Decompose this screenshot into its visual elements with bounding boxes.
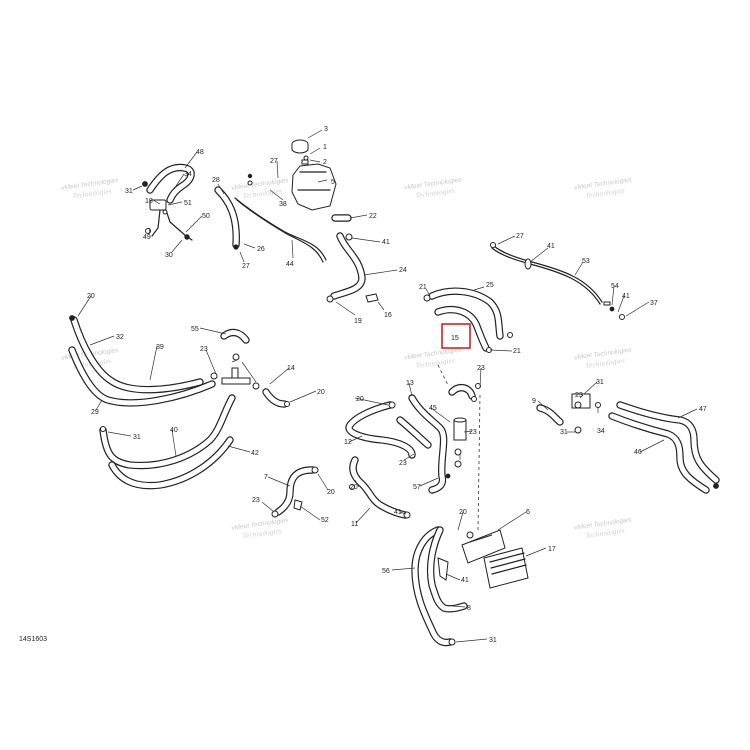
valve-cluster-right [536,393,601,434]
callout-37: 37 [650,300,658,307]
callout-29: 29 [91,409,99,416]
callout-20: 20 [356,396,364,403]
heater-valve-assembly [142,163,195,241]
callout-20: 20 [327,489,335,496]
callout-18: 18 [145,198,153,205]
callout-28: 28 [212,177,220,184]
callout-11: 11 [351,521,358,528]
callout-54: 54 [611,283,619,290]
callout-52: 52 [321,517,329,524]
callout-53: 53 [582,258,590,265]
callout-2: 2 [323,159,327,166]
callout-13: 13 [406,380,414,387]
callout-17: 17 [548,546,556,553]
callout-34: 34 [597,428,605,435]
callout-20: 20 [317,389,325,396]
vent-hose-right [490,242,625,320]
callout-25: 25 [486,282,494,289]
callout-39: 39 [156,344,164,351]
callout-40: 40 [170,427,178,434]
callout-34: 34 [184,171,192,178]
callout-12: 12 [344,439,352,446]
callout-31: 31 [560,429,568,436]
callout-23: 23 [477,365,485,372]
callout-7: 7 [264,474,268,481]
callout-19: 19 [354,318,362,325]
coolant-tank [291,139,352,222]
callout-45: 45 [429,405,437,412]
radiator-hose-upper [326,232,377,303]
callout-23: 23 [399,460,407,467]
callout-8: 8 [467,605,471,612]
callout-31: 31 [596,379,604,386]
callout-31: 31 [125,188,133,195]
callout-41: 41 [394,509,402,516]
callout-16: 16 [384,312,392,319]
callout-41: 41 [547,243,555,250]
callout-31: 31 [489,637,497,644]
callout-23: 23 [575,392,583,399]
callout-24: 24 [399,267,407,274]
hose-15-assembly [423,287,513,353]
callout-57: 57 [413,484,421,491]
callout-21: 21 [419,284,427,291]
callout-38: 38 [279,201,287,208]
callout-27: 27 [270,158,278,165]
callout-30: 30 [165,252,173,259]
tee-fitting-cluster [210,328,290,408]
callout-51: 51 [184,200,192,207]
dashed-guide [437,364,449,386]
dashed-guide [477,394,481,531]
leader-lines [77,129,698,643]
callout-44: 44 [286,261,294,268]
long-hoses-right [608,401,720,494]
callout-41: 41 [622,293,630,300]
callout-15: 15 [451,335,459,342]
long-hoses-left [68,315,216,407]
callout-50: 50 [202,213,210,220]
callout-labels: 3 1 2 5 22 41 24 19 16 27 38 26 27 28 44… [87,126,707,644]
callout-42: 42 [251,450,259,457]
callout-55: 55 [191,326,199,333]
callout-20: 20 [459,509,467,516]
callout-20: 20 [350,484,358,491]
callout-22: 22 [369,213,377,220]
callout-49: 49 [143,234,151,241]
callout-9: 9 [532,398,536,405]
callout-5: 5 [331,179,335,186]
callout-27: 27 [516,233,524,240]
fitting-16 [365,293,379,303]
callout-41: 41 [461,577,469,584]
callout-47: 47 [699,406,707,413]
hose-7-assembly [271,466,319,518]
callout-46: 46 [634,449,642,456]
callout-48: 48 [196,149,204,156]
figure-id: 14S1603 [19,636,47,643]
callout-20: 20 [87,293,95,300]
callout-21: 21 [513,348,521,355]
bypass-hoses [214,173,327,263]
callout-3: 3 [324,126,328,133]
highlight-box [441,323,471,349]
callout-23: 23 [200,346,208,353]
callout-23: 23 [469,429,477,436]
lower-left-hoses [99,394,236,490]
callout-6: 6 [526,509,530,516]
callout-1: 1 [323,144,327,151]
callout-27: 27 [242,263,250,270]
callout-41: 41 [382,239,390,246]
heater-core-assembly [411,526,529,647]
callout-14: 14 [287,365,295,372]
central-hose-cluster [345,383,481,519]
callout-32: 32 [116,334,124,341]
callout-26: 26 [257,246,265,253]
callout-56: 56 [382,568,390,575]
callout-31: 31 [133,434,141,441]
callout-23: 23 [252,497,260,504]
